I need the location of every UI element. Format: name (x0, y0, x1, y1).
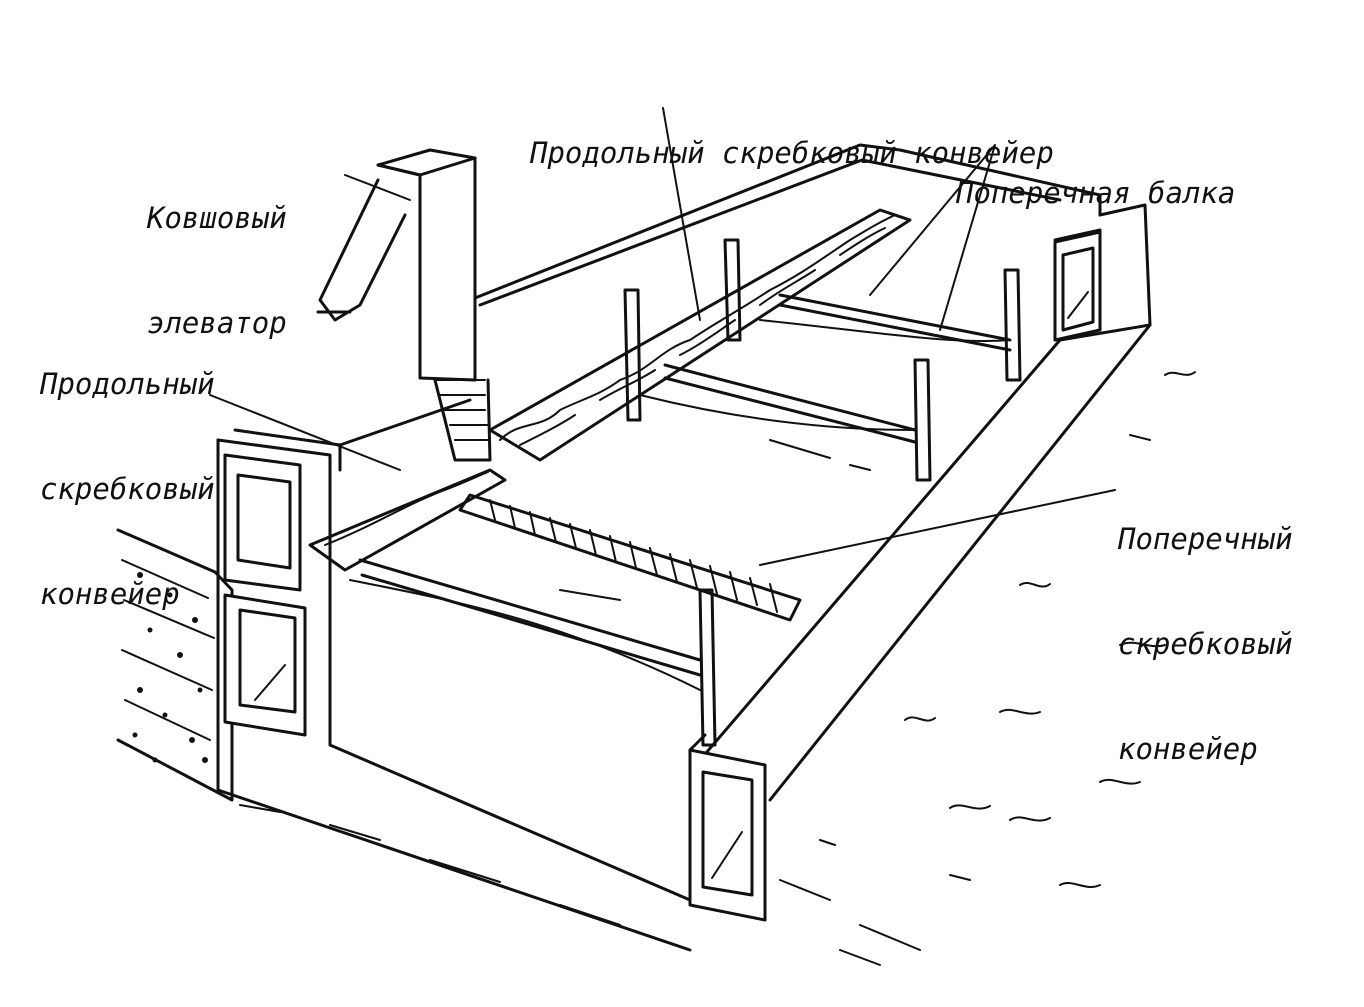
transverse-conveyor (458, 493, 802, 622)
cross-beams (358, 238, 1022, 747)
label-longitudinal-conveyor-top: Продольный скребковый конвейер (530, 136, 1054, 170)
cargo-hold (349, 319, 1011, 691)
label-transverse-conveyor: Поперечный скребковый конвейер (1118, 522, 1293, 766)
leader-lines (209, 107, 1116, 566)
label-cross-beam: Поперечная балка (956, 176, 1236, 210)
bucket-elevator (316, 148, 492, 462)
label-longitudinal-conveyor-left: Продольный скребковый конвейер (40, 367, 215, 611)
water-ripples (819, 371, 1196, 966)
label-bucket-elevator: Ковшовый элеватор (147, 201, 287, 340)
longitudinal-conveyor (308, 208, 912, 572)
shore-embankment (116, 528, 234, 802)
barge-hull (216, 143, 1152, 952)
